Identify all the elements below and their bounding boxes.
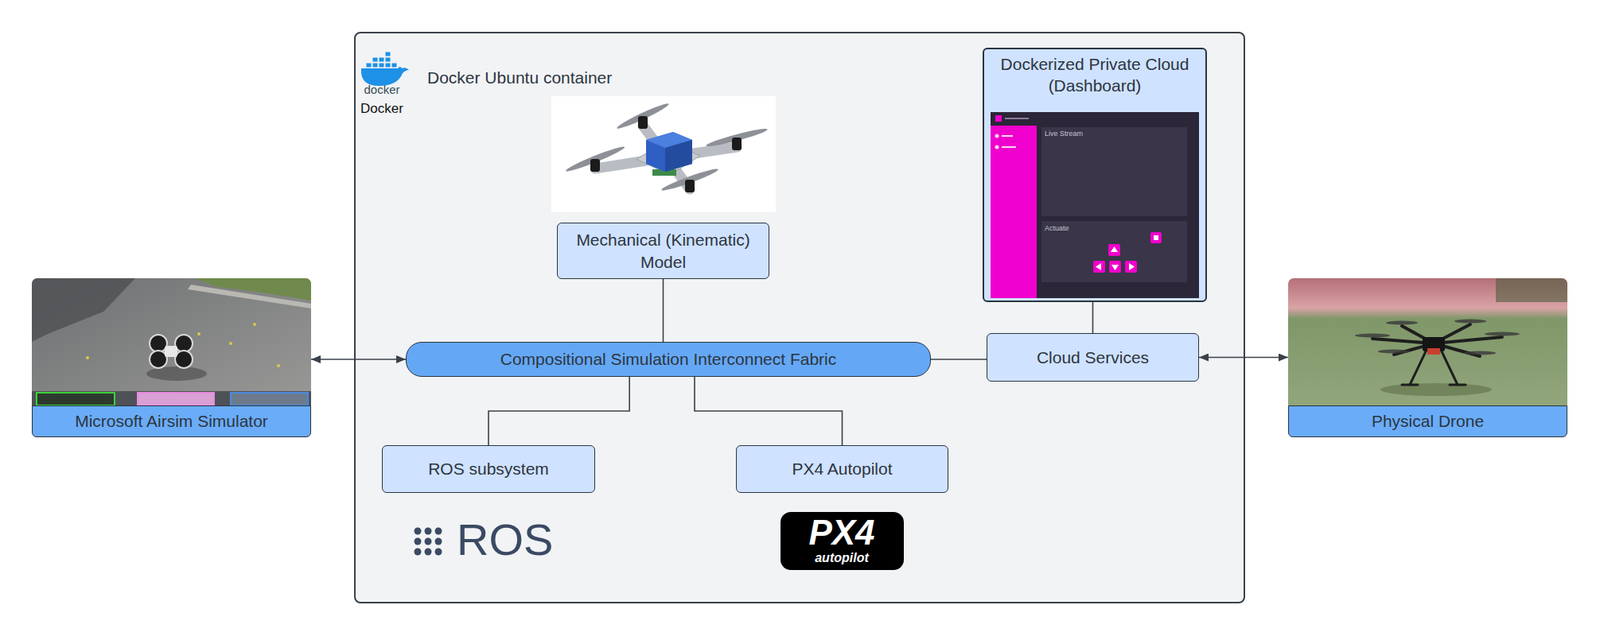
drone-photo	[1288, 278, 1568, 414]
cad-drone-illustration	[551, 96, 776, 213]
screen-text: Actuate	[1044, 225, 1070, 233]
dashboard-screenshot	[990, 112, 1200, 299]
node-label: PX4 Autopilot	[791, 458, 892, 480]
logo-text: docker	[350, 83, 414, 96]
node-label: Mechanical (Kinematic) Model	[564, 229, 763, 273]
process-box: ROS subsystem	[381, 445, 596, 494]
dashboard-panel: Dockerized Private Cloud (Dashboard)	[982, 47, 1207, 303]
connector	[1092, 302, 1094, 334]
drone-node: Physical Drone	[1288, 278, 1568, 438]
process-box: PX4 Autopilot	[735, 445, 949, 494]
connector	[930, 358, 987, 361]
ros-logo-dots	[414, 528, 443, 557]
process-box: Mechanical (Kinematic) Model	[556, 222, 770, 280]
connector	[488, 377, 630, 446]
connector	[662, 279, 665, 343]
node-label: Dockerized Private Cloud (Dashboard)	[988, 53, 1201, 98]
connector	[694, 377, 843, 446]
simulator-node: Microsoft Airsim Simulator	[31, 278, 312, 438]
logo-text: autopilot	[782, 552, 902, 565]
panel-ground	[982, 47, 1207, 303]
node-label: Cloud Services	[1036, 346, 1149, 369]
airsim-picture	[31, 278, 312, 414]
node-label: Compositional Simulation Interconnect Fa…	[500, 348, 837, 370]
node-label: ROS subsystem	[428, 458, 549, 480]
connector	[311, 358, 406, 361]
process-box: Cloud Services	[986, 333, 1200, 382]
logo-text: PX4	[782, 515, 902, 551]
connector	[1199, 357, 1289, 359]
node-label: Physical Drone	[1288, 405, 1568, 438]
fabric-bus: Compositional Simulation Interconnect Fa…	[405, 342, 931, 378]
screen-text: Live Stream	[1044, 130, 1083, 138]
container-ground	[354, 31, 1246, 604]
logo-text: ROS	[456, 517, 553, 563]
node-label: Microsoft Airsim Simulator	[31, 405, 312, 438]
px4-badge	[780, 512, 904, 571]
docker-logo	[361, 51, 409, 86]
logo-caption: Docker	[346, 101, 418, 116]
